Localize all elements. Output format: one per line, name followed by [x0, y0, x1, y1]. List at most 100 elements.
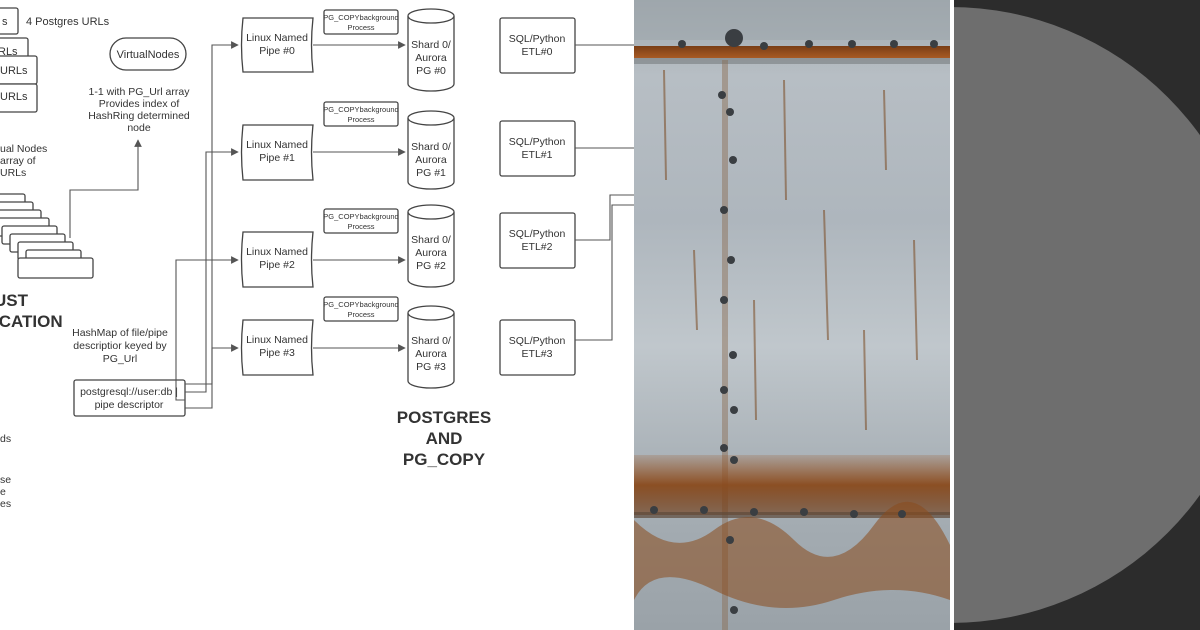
left-fragment-2: se — [0, 474, 11, 486]
postgres-urls-label: 4 Postgres URLs — [26, 16, 110, 28]
shard-cylinder-3 — [407, 313, 455, 389]
architecture-diagram: s 4 Postgres URLs RLs URLs URLs VirtualN… — [0, 7, 634, 510]
pg-copy-process-box — [323, 9, 399, 35]
grey-disc — [950, 0, 1200, 630]
etl-3-line-2: ETL#3 — [522, 348, 553, 360]
named-pipe-0-line-1: Linux Named — [246, 32, 308, 44]
row-3: PG_COPYbackground Process Linux Named Pi… — [240, 204, 634, 389]
etl-1-line-2: ETL#1 — [522, 149, 553, 161]
url-box-2-label: URLs — [0, 65, 28, 77]
shard-1-line-2: Aurora — [415, 154, 447, 166]
url-box-3 — [0, 83, 38, 113]
named-pipe-2 — [240, 231, 314, 288]
pg-copy-label: PG_COPYbackground — [323, 105, 398, 114]
shard-3-line-2: Aurora — [415, 348, 447, 360]
pg-copy-process-box — [323, 296, 399, 322]
shard-3-line-3: PG #3 — [416, 361, 446, 373]
shard-0-line-3: PG #0 — [416, 65, 446, 77]
postgres-title-1: POSTGRES — [397, 408, 491, 427]
pg-copy-process-label: Process — [347, 222, 374, 231]
virtual-nodes-note-2: Provides index of — [99, 98, 180, 110]
etl-box-3 — [499, 319, 576, 376]
shard-2-line-2: Aurora — [415, 247, 447, 259]
virtual-node-stack — [0, 193, 94, 279]
vn-array-note-3: URLs — [0, 167, 26, 179]
vn-array-note-1: ual Nodes — [0, 143, 47, 155]
virtual-nodes-note-1: 1-1 with PG_Url array — [89, 86, 191, 98]
diagram-panel: s 4 Postgres URLs RLs URLs URLs VirtualN… — [0, 7, 634, 510]
left-fragment-4: es — [0, 498, 11, 510]
etl-2-line-1: SQL/Python — [509, 228, 566, 240]
etl-3-out — [575, 204, 634, 341]
named-pipe-3-line-1: Linux Named — [246, 334, 308, 346]
named-pipe-2-line-2: Pipe #2 — [259, 259, 295, 271]
etl-2-line-2: ETL#2 — [522, 241, 553, 253]
arrow-to-virtual-nodes — [69, 139, 142, 238]
named-pipe-2-line-1: Linux Named — [246, 246, 308, 258]
named-pipe-3 — [240, 319, 314, 376]
shard-0-line-1: Shard 0/ — [411, 39, 451, 51]
etl-0-line-1: SQL/Python — [509, 33, 566, 45]
connector-pipe-3 — [185, 344, 239, 409]
virtual-nodes-note-3: HashRing determined — [88, 110, 190, 122]
pg-copy-process-box — [323, 101, 399, 127]
url-box-top — [0, 7, 19, 35]
postgres-title-2: AND — [426, 429, 463, 448]
virtual-nodes-node — [109, 37, 187, 71]
app-title-2: ICATION — [0, 312, 63, 331]
hashmap-note-1: HashMap of file/pipe — [72, 327, 168, 339]
row-1: PG_COPYbackground Process Linux Named Pi… — [240, 101, 634, 190]
shard-2-line-3: PG #2 — [416, 260, 446, 272]
etl-0-line-2: ETL#0 — [522, 46, 553, 58]
pg-url-box-line-2: pipe descriptor — [95, 399, 164, 411]
named-pipe-0 — [240, 17, 314, 73]
pg-copy-process-label: Process — [347, 23, 374, 32]
connector-pipe-0 — [185, 41, 239, 385]
pg-copy-process-box — [323, 208, 399, 234]
app-title-1: UST — [0, 291, 29, 310]
pg-url-box — [73, 379, 186, 417]
connector-pipe-1 — [185, 148, 239, 393]
shard-0-line-2: Aurora — [415, 52, 447, 64]
left-fragment-3: e — [0, 486, 6, 498]
shard-2-line-1: Shard 0/ — [411, 234, 451, 246]
hashmap-note-2: descriptior keyed by — [73, 340, 167, 352]
panel-divider — [950, 0, 954, 630]
rusted-metal-texture — [634, 0, 950, 630]
named-pipe-1-line-2: Pipe #1 — [259, 152, 295, 164]
url-box-1-label: RLs — [0, 46, 18, 58]
pg-copy-process-label: Process — [347, 310, 374, 319]
pg-copy-label: PG_COPYbackground — [323, 300, 398, 309]
pg-copy-label: PG_COPYbackground — [323, 13, 398, 22]
named-pipe-3-line-2: Pipe #3 — [259, 347, 295, 359]
etl-3-line-1: SQL/Python — [509, 335, 566, 347]
rusted-metal-photo — [634, 0, 950, 630]
left-fragment-1: ds — [0, 433, 11, 445]
row-2: PG_COPYbackground Process Linux Named Pi… — [240, 194, 634, 288]
shard-cylinder-2 — [407, 212, 455, 288]
pg-copy-process-label: Process — [347, 115, 374, 124]
pg-url-box-line-1: postgresql://user:db | — [80, 386, 178, 398]
vn-array-note-2: array of — [0, 155, 36, 167]
shard-3-line-1: Shard 0/ — [411, 335, 451, 347]
postgres-title-3: PG_COPY — [403, 450, 486, 469]
shard-cylinder-1 — [407, 118, 455, 190]
shard-1-line-3: PG #1 — [416, 167, 446, 179]
etl-2-out — [575, 194, 634, 241]
virtual-nodes-note-4: node — [127, 122, 151, 134]
named-pipe-1 — [240, 124, 314, 181]
shard-cylinder-0 — [407, 16, 455, 92]
named-pipe-0-line-2: Pipe #0 — [259, 45, 295, 57]
etl-1-line-1: SQL/Python — [509, 136, 566, 148]
named-pipe-1-line-1: Linux Named — [246, 139, 308, 151]
row-0: PG_COPYbackground Process Linux Named Pi… — [240, 8, 634, 92]
url-box-top-label: s — [2, 16, 8, 28]
disc-shape — [950, 7, 1200, 623]
url-box-3-label: URLs — [0, 91, 28, 103]
pg-copy-label: PG_COPYbackground — [323, 212, 398, 221]
hashmap-note-3: PG_Url — [103, 353, 137, 365]
virtual-nodes-label: VirtualNodes — [117, 49, 180, 61]
connector-pipe-2 — [175, 256, 239, 401]
shard-1-line-1: Shard 0/ — [411, 141, 451, 153]
disc-graphic-panel — [950, 0, 1200, 630]
